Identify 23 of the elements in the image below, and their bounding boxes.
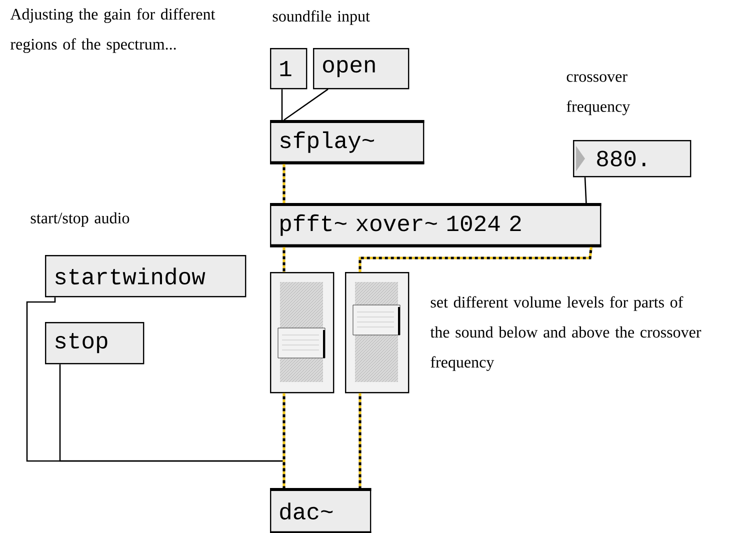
patch-cord <box>282 164 286 203</box>
patch-cord <box>584 177 587 204</box>
patch-cord <box>281 89 283 120</box>
patch-cord <box>284 88 328 121</box>
comment: set different volume levels for parts of the sound below and above the crossover frequency <box>430 296 702 371</box>
comment: soundfile input <box>272 10 370 25</box>
slider <box>278 328 326 358</box>
message-box: 1 <box>270 48 308 90</box>
comment: Adjusting the gain for different regions of the spectrum... <box>10 8 216 53</box>
message-box: open <box>313 48 410 90</box>
patch-cord <box>282 247 286 272</box>
comment: start/stop audio <box>30 212 130 227</box>
comment: crossover frequency <box>566 74 630 116</box>
slider <box>352 304 400 336</box>
message-box: startwindow <box>45 255 246 298</box>
object-box: sfplay~ <box>270 120 424 164</box>
object-box: pfft~ xover~ 1024 2 <box>270 203 602 248</box>
patch-cord <box>358 247 592 272</box>
message-box: stop <box>45 322 144 364</box>
object-box: dac~ <box>270 488 372 533</box>
patch-cord <box>282 393 286 488</box>
patch-cord <box>358 393 362 488</box>
number-box: 880. <box>573 140 692 178</box>
